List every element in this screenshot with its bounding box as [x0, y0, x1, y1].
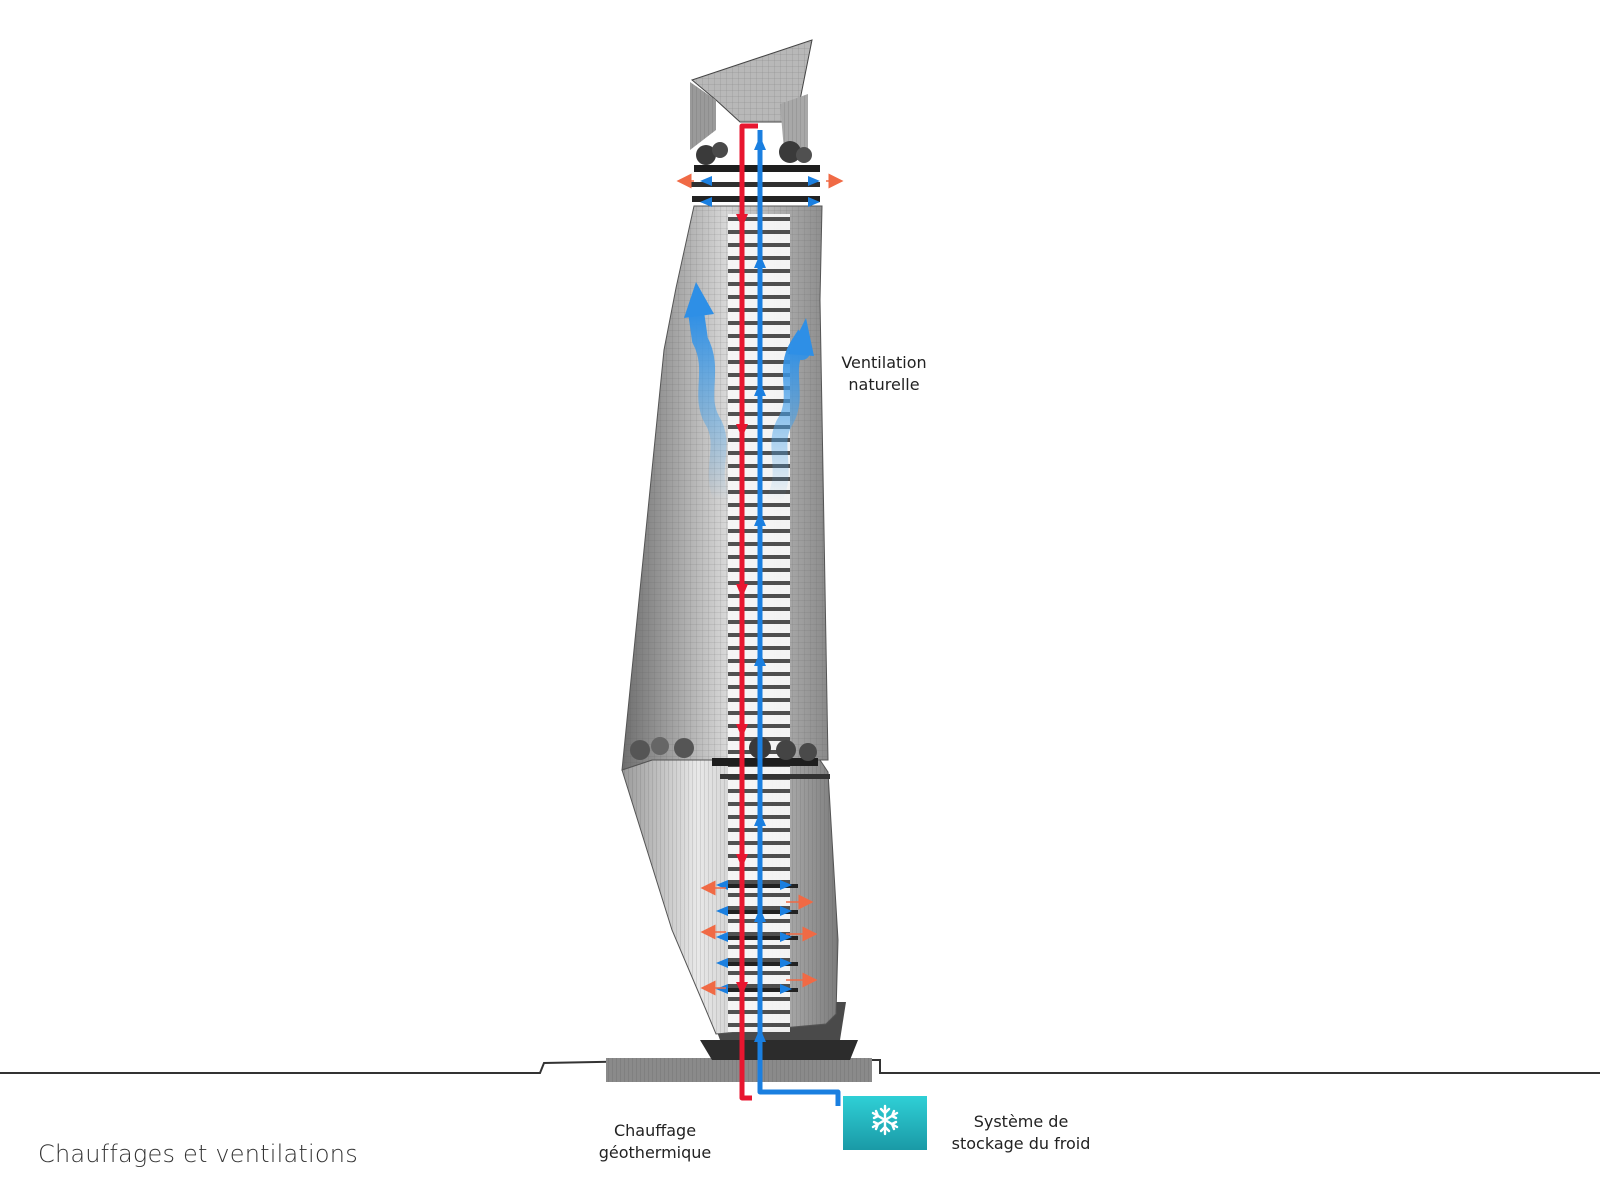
cold-storage-label-line1: Système de — [973, 1112, 1069, 1131]
page-title: Chauffages et ventilations — [38, 1140, 358, 1168]
cold-water-loop — [754, 130, 841, 1106]
geothermal-label-line2: géothermique — [598, 1143, 712, 1162]
tower-body — [621, 39, 839, 1035]
ventilation-label-line2: naturelle — [848, 375, 920, 394]
natural-ventilation-flow — [684, 282, 814, 508]
cold-storage-unit — [843, 1096, 927, 1150]
geothermal-label-line1: Chauffage — [613, 1121, 697, 1140]
snowflake-icon — [871, 1104, 899, 1136]
exhaust-arrows — [676, 173, 844, 996]
geothermal-label: Chauffage géothermique — [590, 1120, 720, 1164]
hot-water-loop — [736, 123, 758, 1101]
cold-storage-label-line2: stockage du froid — [951, 1134, 1091, 1153]
cold-storage-label: Système de stockage du froid — [946, 1111, 1096, 1155]
ventilation-label: Ventilation naturelle — [826, 352, 942, 396]
floor-distribution-arrows — [700, 176, 820, 994]
ventilation-label-line1: Ventilation — [841, 353, 927, 372]
